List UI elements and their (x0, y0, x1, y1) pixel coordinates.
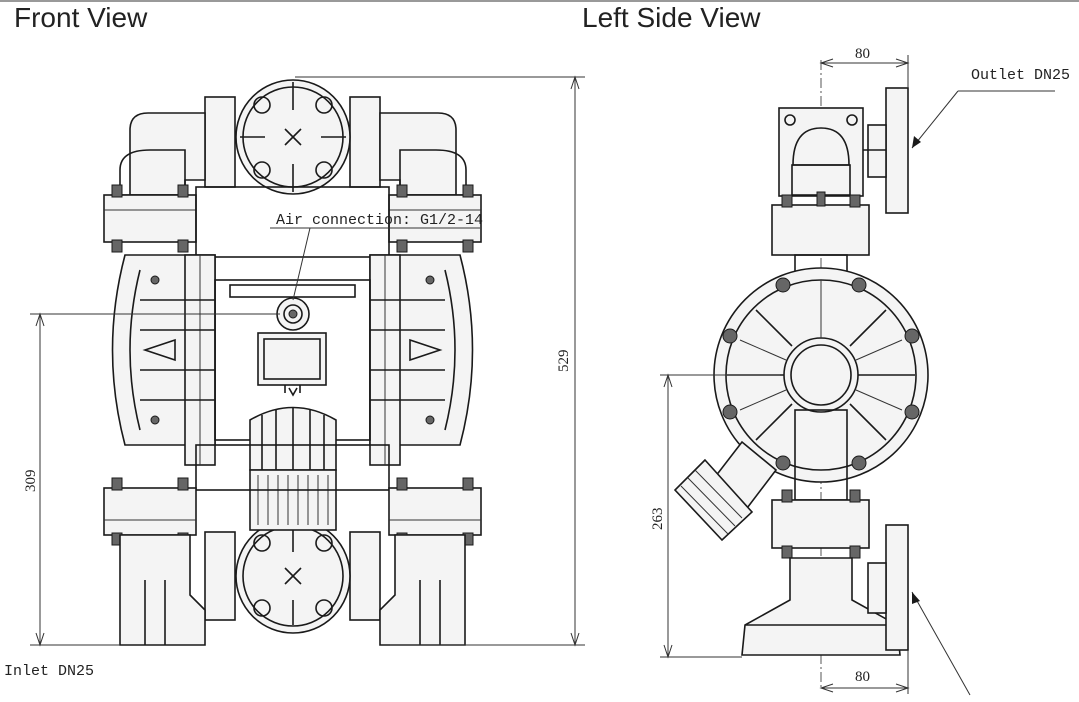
outlet-leader (911, 90, 1055, 149)
dim-side-inlet-height-value: 263 (650, 508, 666, 531)
front-top-flange (204, 79, 381, 195)
side-top-bracket (778, 107, 864, 197)
side-view-title: Left Side View (582, 2, 761, 33)
dim-top-offset: 80 (819, 46, 910, 88)
dim-bottom-offset-value: 80 (855, 669, 870, 685)
dim-overall-height: 529 (295, 75, 585, 647)
front-lower-left-clamp (103, 487, 197, 536)
air-connection-label: Air connection: G1/2-14 (276, 212, 483, 229)
dim-top-offset-value: 80 (855, 46, 870, 62)
side-muffler (673, 440, 778, 542)
front-lower-body (195, 444, 390, 491)
front-muffler (249, 406, 337, 531)
front-view-title: Front View (14, 2, 148, 33)
dim-bottom-offset: 80 (819, 650, 910, 694)
front-bottom-flange (204, 518, 381, 634)
dim-side-inlet-height: 263 (650, 373, 780, 659)
front-top-right-elbow (379, 112, 457, 196)
dim-inlet-height: 309 (23, 312, 280, 647)
side-chamber-disk (713, 267, 929, 483)
side-view: 80 80 263 Outlet DN25 (650, 46, 1070, 696)
side-outlet-flange (863, 87, 909, 214)
front-upper-body (195, 186, 390, 258)
front-lower-right-clamp (388, 487, 482, 536)
front-air-valve (214, 279, 371, 441)
dim-inlet-height-value: 309 (23, 470, 39, 493)
side-bottom-clamp (771, 499, 870, 549)
dim-overall-height-value: 529 (556, 350, 572, 373)
front-upper-left-clamp (103, 194, 197, 243)
side-base-foot (741, 557, 901, 656)
front-left-foot (119, 534, 206, 646)
side-top-clamp (771, 204, 870, 256)
front-top-left-elbow (129, 112, 206, 196)
front-view: Air connection: G1/2-14 529 309 Inlet DN… (4, 75, 585, 680)
outlet-label: Outlet DN25 (971, 67, 1070, 84)
front-right-chamber (369, 254, 474, 466)
air-connection-leader (292, 227, 311, 301)
front-left-chamber (111, 254, 216, 466)
side-inlet-flange (867, 524, 909, 651)
inlet-leader (911, 591, 971, 696)
inlet-label: Inlet DN25 (4, 663, 94, 680)
front-right-foot (379, 534, 466, 646)
